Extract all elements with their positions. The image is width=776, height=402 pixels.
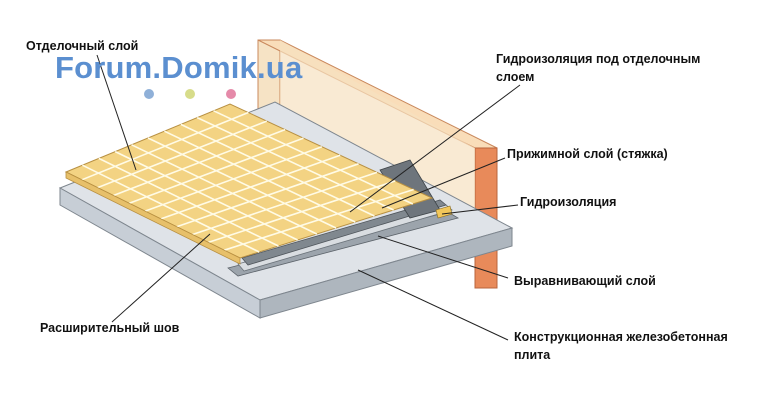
leader-expansion-joint: [111, 233, 211, 323]
tile-grout-line: [180, 123, 375, 217]
tile-grout-line: [82, 164, 260, 253]
leader-waterproof-under-finish: [349, 84, 521, 213]
label-waterproofing: Гидроизоляция: [520, 195, 617, 209]
leader-leveling: [377, 235, 509, 279]
label-concrete-slab-2: плита: [514, 348, 551, 362]
label-screed: Прижимной слой (стяжка): [507, 147, 668, 161]
tile-grout-line: [208, 180, 396, 244]
leader-concrete-slab: [357, 269, 509, 341]
label-leveling-layer: Выравнивающий слой: [514, 274, 656, 288]
watermark-dot-1: [144, 89, 154, 99]
leader-screed: [381, 157, 506, 209]
tile-grout-line: [128, 137, 304, 205]
tile-grout-line: [98, 157, 279, 247]
watermark-dot-3: [226, 89, 236, 99]
tile-grout-line: [192, 171, 378, 236]
leader-waterproofing: [441, 204, 519, 215]
tile-grout-line: [164, 130, 356, 223]
tile-layer: [64, 103, 434, 265]
leader-finish-layer: [96, 54, 137, 171]
tile-grout-line: [114, 150, 298, 241]
tile-grout-line: [81, 111, 249, 181]
tile-grout-line: [144, 145, 323, 212]
label-waterproof-under-finish-2: слоем: [496, 70, 535, 84]
tile-grout-line: [176, 163, 359, 228]
label-finish-layer: Отделочный слой: [26, 39, 139, 53]
tile-grout-line: [213, 110, 414, 205]
tile-grout-line: [131, 144, 318, 235]
tile-grout-line: [196, 116, 394, 211]
leader-lines: [96, 54, 521, 341]
tile-grout-line: [97, 120, 268, 189]
tile-grout-line: [160, 154, 341, 220]
intermediate-layers: [227, 159, 460, 277]
tile-grout-line: [223, 188, 414, 251]
label-expansion-joint: Расширительный шов: [40, 321, 180, 335]
watermark-dot-2: [185, 89, 195, 99]
tile-grout-line: [147, 137, 337, 229]
label-waterproof-under-finish-1: Гидроизоляция под отделочным: [496, 52, 701, 66]
label-concrete-slab-1: Конструкционная железобетонная: [514, 330, 728, 344]
watermark-logo: Forum.Domik.ua: [55, 50, 303, 85]
tile-grout-line: [113, 128, 286, 197]
